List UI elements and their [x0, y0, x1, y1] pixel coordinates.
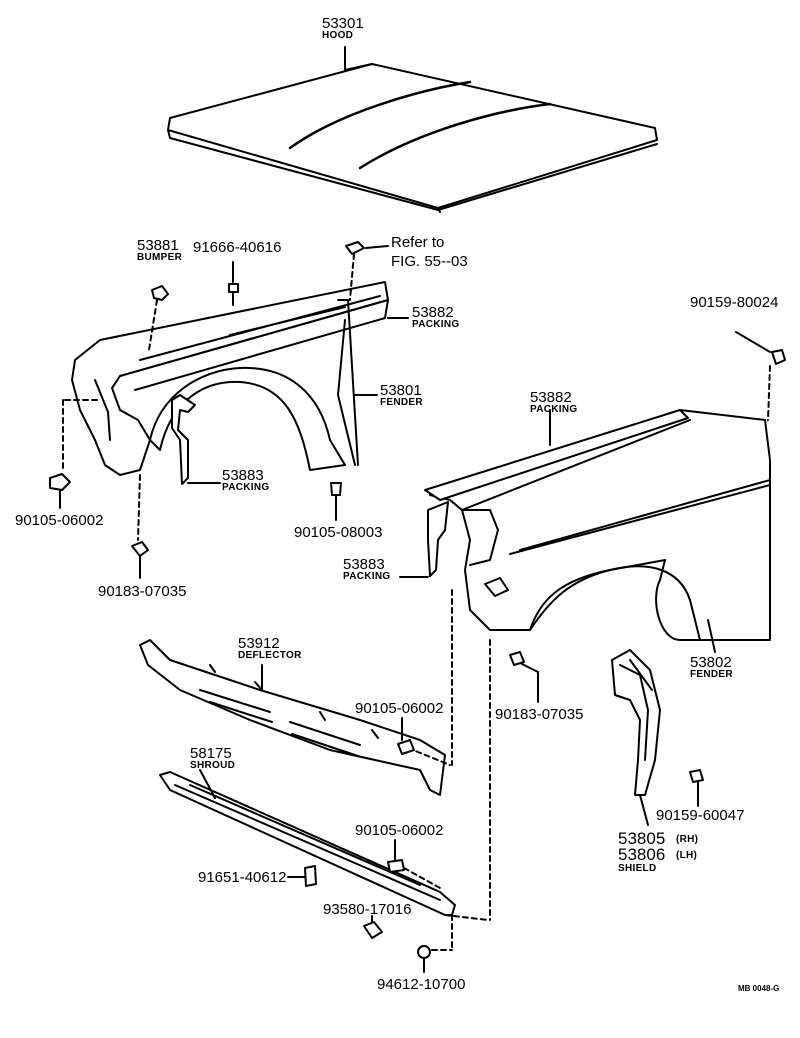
shroud-name: SHROUD: [190, 760, 236, 771]
hood-number: 53301: [322, 15, 364, 32]
packing-mid-part: [171, 394, 221, 485]
packing-right-name: PACKING: [530, 404, 578, 415]
nut-left-label: 90183-07035: [98, 583, 187, 600]
fender-right-name: FENDER: [690, 669, 733, 680]
shield-lh-number: 53806: [618, 845, 666, 864]
bolt-deflector-label: 90105-06002: [355, 700, 444, 717]
nut-right-part: [509, 651, 539, 703]
bolt-shroud-label: 90105-06002: [355, 822, 444, 839]
shroud-number: 58175: [190, 745, 232, 762]
deflector-name: DEFLECTOR: [238, 650, 302, 661]
bolt-left-part: [49, 399, 101, 509]
bumper-number: 53881: [137, 237, 179, 254]
bolt-60047-part: [689, 769, 704, 807]
bolt-shroud-part: [387, 839, 441, 889]
bolt-08003-label: 90105-08003: [294, 524, 383, 541]
bumper-name: BUMPER: [137, 252, 183, 263]
deflector-part: [139, 589, 453, 796]
packing-right-part: [424, 409, 689, 501]
nut-left-part: [131, 474, 149, 579]
shield-part: [611, 649, 661, 826]
nut-right-label: 90183-07035: [495, 706, 584, 723]
grommet-part: [417, 914, 453, 973]
hood-name: HOOD: [322, 30, 354, 41]
leader-fender-right: [707, 619, 716, 653]
bolt-80024-label: 90159-80024: [690, 294, 779, 311]
packing-mid-number: 53883: [222, 467, 264, 484]
fender-left-number: 53801: [380, 382, 422, 399]
packing-low-part: [399, 501, 449, 578]
shield-lh-side: (LH): [676, 850, 698, 861]
fender-left-name: FENDER: [380, 397, 423, 408]
packing-mid-name: PACKING: [222, 482, 270, 493]
bolt-08003-part: [330, 482, 342, 521]
deflector-number: 53912: [238, 635, 280, 652]
packing-low-number: 53883: [343, 556, 385, 573]
shield-name: SHIELD: [618, 863, 657, 874]
bolt-deflector-part: [397, 717, 415, 755]
bumper-part: [148, 285, 169, 351]
fender-right-number: 53802: [690, 654, 732, 671]
bolt-91651-label: 91651-40612: [198, 869, 287, 886]
clip-93580-label: 93580-17016: [323, 901, 412, 918]
packing-top-name: PACKING: [412, 319, 460, 330]
shroud-part: [159, 639, 491, 921]
clip-ref-part: [345, 241, 389, 301]
shield-rh-side: (RH): [676, 834, 699, 845]
refer-to-label: Refer to: [391, 234, 445, 251]
refer-fig-label: FIG. 55--03: [391, 253, 468, 270]
figure-code: MB 0048-G: [738, 984, 780, 993]
hood-part: [167, 63, 658, 213]
bolt-60047-label: 90159-60047: [656, 807, 745, 824]
bolt-91666-part: [228, 261, 239, 306]
bolt-91666-label: 91666-40616: [193, 239, 282, 256]
shield-rh-number: 53805: [618, 829, 666, 848]
grommet-label: 94612-10700: [377, 976, 466, 993]
bolt-left-label: 90105-06002: [15, 512, 104, 529]
clip-93580-part: [363, 915, 383, 939]
bolt-91651-part: [287, 865, 317, 887]
fender-left-part: [71, 281, 389, 476]
packing-right-number: 53882: [530, 389, 572, 406]
bolt-80024-part: [735, 331, 786, 421]
packing-low-name: PACKING: [343, 571, 391, 582]
packing-top-number: 53882: [412, 304, 454, 321]
